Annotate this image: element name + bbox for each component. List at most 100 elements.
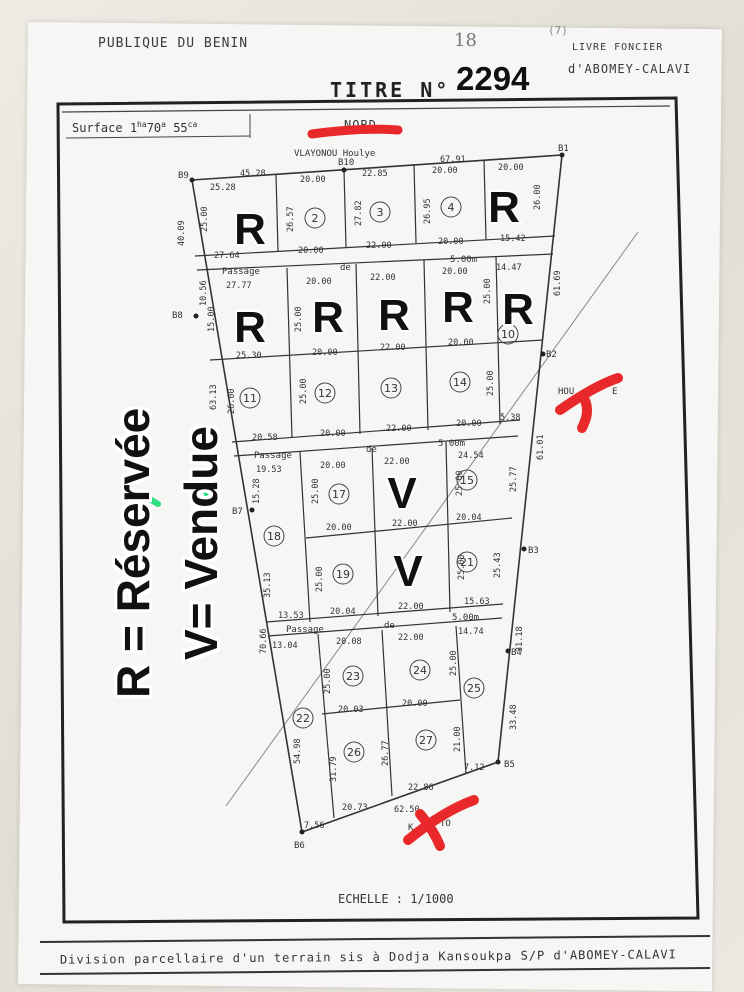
handwritten-note: (7) — [548, 24, 568, 37]
surface-area: Surface 1ha70a 55ca — [72, 120, 198, 135]
dimension-label: 7.12 — [464, 763, 484, 773]
dimension-label: 21.00 — [453, 726, 463, 752]
dimension-label: 40.09 — [177, 220, 187, 246]
lot-numbers: 2 3 4 10 11 12 13 14 15 17 18 19 21 22 2… — [243, 201, 515, 759]
reserved-mark: R — [488, 183, 520, 232]
reserved-mark: R — [378, 291, 410, 340]
marker-b5: B5 — [504, 760, 515, 770]
dimension-label: 22.00 — [380, 343, 406, 353]
passage-label: Passage — [286, 625, 324, 635]
passage-label: Passage — [222, 267, 260, 277]
dimension-label: 31.79 — [329, 756, 339, 782]
dimension-label: 26.57 — [286, 206, 296, 232]
dimension-label: 35.13 — [263, 572, 273, 598]
bottom-rule-1 — [39, 935, 711, 943]
dimension-label: 45.28 — [240, 169, 266, 179]
redaction-marks — [307, 124, 623, 851]
dimension-label: 20.00 — [326, 523, 352, 533]
dimension-label: 20.00 — [438, 237, 464, 247]
dimension-label: 25.77 — [509, 466, 519, 492]
dimension-label: 25.00 — [294, 306, 304, 332]
lot-number: 10 — [501, 328, 515, 341]
reserved-mark: R — [502, 285, 534, 334]
dimension-label: 22.00 — [366, 241, 392, 251]
lot-number: 22 — [296, 712, 310, 725]
dimension-label: 20.73 — [342, 803, 368, 813]
dimension-label: 20.00 — [448, 338, 474, 348]
dimension-label: 25.00 — [311, 478, 321, 504]
passage-label: 5.00m — [438, 439, 465, 449]
dimension-label: 26.00 — [227, 388, 237, 414]
dimension-label: 20.00 — [320, 429, 346, 439]
dimension-label: 20.00 — [312, 348, 338, 358]
legend-sold: V= Vendue — [175, 426, 227, 660]
lot-number: 25 — [467, 682, 481, 695]
dimension-label: 15.63 — [464, 597, 490, 607]
titre-number: 2294 — [456, 60, 530, 97]
dimension-label: 26.77 — [381, 740, 391, 766]
dimension-label: 22.00 — [392, 519, 418, 529]
lot-number: 11 — [243, 392, 257, 405]
reserved-mark: R — [442, 283, 474, 332]
dimension-label: 26.95 — [423, 198, 433, 224]
neighbor-labels: VLAYONOU Houlye HOU E K TO — [294, 149, 617, 833]
dimension-label: 20.00 — [320, 461, 346, 471]
green-marks — [145, 485, 213, 507]
lot-number: 17 — [332, 488, 346, 501]
dimension-label: 20.03 — [338, 705, 364, 715]
boundary-markers — [189, 152, 565, 835]
titre-label: TITRE N° — [330, 78, 451, 102]
lot-number: 26 — [347, 746, 361, 759]
surface-box-line — [65, 135, 251, 139]
sold-mark: V — [387, 469, 417, 518]
dimension-label: 25.00 — [200, 206, 210, 232]
legend-reserved: R = Réservée — [107, 407, 159, 698]
dimension-label: 20.00 — [306, 277, 332, 287]
dimension-label: 7.56 — [304, 821, 324, 831]
sold-mark: V — [393, 547, 423, 596]
dimension-label: 27.77 — [226, 281, 252, 291]
reserved-mark: R — [234, 303, 266, 352]
dimension-label: 25.00 — [323, 668, 333, 694]
dimension-label: 20.00 — [456, 419, 482, 429]
dimension-label: 20.00 — [442, 267, 468, 277]
survey-line — [225, 231, 639, 807]
marker-b9: B9 — [178, 171, 189, 181]
lot-number: 2 — [312, 212, 319, 225]
dimension-label: 22.00 — [398, 633, 424, 643]
dimension-label: 5.38 — [500, 413, 520, 423]
surface-ha: 1 — [129, 121, 138, 135]
header-livre-foncier: LIVRE FONCIER — [572, 42, 664, 53]
bottom-rule-2 — [39, 967, 711, 975]
surface-label: Surface — [72, 121, 123, 135]
dimension-label: 27.82 — [354, 200, 364, 226]
dimension-label: 25.00 — [315, 566, 325, 592]
dimension-label: 24.54 — [458, 451, 484, 461]
dimension-label: 25.00 — [486, 370, 496, 396]
dimension-label: 13.04 — [272, 641, 298, 651]
dimension-label: 25.00 — [457, 554, 467, 580]
dimension-label: 62.50 — [394, 805, 420, 815]
reserved-mark: R — [234, 205, 266, 254]
dimension-label: 25.29 — [491, 196, 501, 222]
document-frame — [56, 96, 700, 924]
dimension-label: 15.28 — [252, 478, 262, 504]
dimension-label: 20.00 — [300, 175, 326, 185]
dimension-label: 25.43 — [493, 552, 503, 578]
marker-b7: B7 — [232, 507, 243, 517]
dimension-label: 22.00 — [370, 273, 396, 283]
dimension-label: 14.74 — [458, 627, 484, 637]
dimension-label: 61.69 — [553, 270, 563, 296]
surface-a: 70 — [146, 121, 162, 135]
boundary-labels: B1 B2 B3 B4 B5 B6 B7 B8 B9 B10 — [172, 144, 569, 851]
lot-number: 14 — [453, 376, 467, 389]
lot-number: 18 — [267, 530, 281, 543]
lot-number: 13 — [384, 382, 398, 395]
dimension-label: 20.00 — [432, 166, 458, 176]
lot-number: 27 — [419, 734, 433, 747]
dimension-label: 25.00 — [455, 470, 465, 496]
passage-label: de — [340, 263, 351, 273]
dimension-label: 22.00 — [386, 424, 412, 434]
south-owner-label-tail: TO — [440, 819, 451, 829]
dimension-labels: 45.28 67.91 25.28 20.00 22.85 20.00 20.0… — [177, 155, 563, 831]
